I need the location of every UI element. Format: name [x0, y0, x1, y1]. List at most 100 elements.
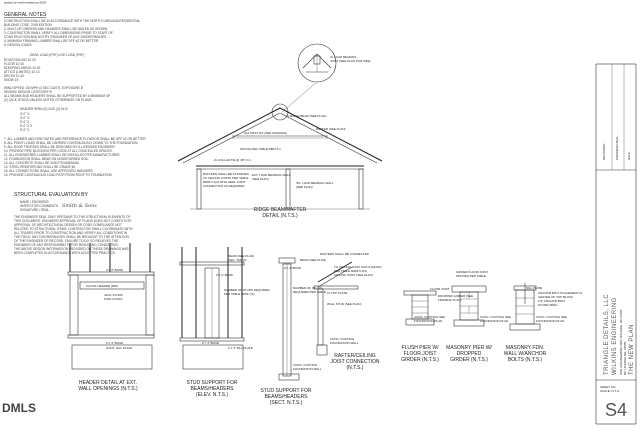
rafter-joist-caption: RAFTER/CEILING: [334, 353, 376, 359]
load-row: ATTICS (LIMITED) 10 10: [4, 70, 40, 74]
title-block-frame: [595, 63, 637, 425]
date-label: DATE:: [627, 151, 631, 160]
seal-text: ENGINEER SEAL: [615, 135, 619, 160]
load-row: SLEEPING AREAS 10 30: [4, 66, 41, 70]
rafter-joist-label: 2x TOP PLATE: [327, 291, 347, 295]
header-label: 2"x 4" BAND: [106, 341, 124, 345]
fdn-label: CONC. FOOTING SEE: [536, 315, 567, 319]
scale-label: SCALE: N.T.S.: [600, 389, 620, 393]
disclaimer-line: APPROVAL OF ARCHITECTURAL DESIGN OR CODE…: [14, 223, 122, 227]
stud-elev-detail: BEAM (SEE PLAN) CEIL. TOP PL. 2"x 4" BAN…: [179, 247, 271, 398]
sheet-label: SHEET NO.: [600, 385, 616, 389]
stud-sect-label: 2"x 4" BAND: [284, 266, 302, 270]
rafter-joist-label: WALL STUD (SEE PLAN): [327, 302, 361, 306]
evaluation-line: INSPECTOR COMMENTS: [20, 204, 58, 208]
project-ref: project-id-smith-residence-2024: [4, 1, 47, 5]
rafters-note: R802.5.1(9) WITH HEEL JOINT: [203, 180, 246, 184]
sheet-title: THE NEW PLAN: [629, 324, 635, 375]
disclaimer-line: THE ABOVE DESIGN INFORMATION PROVIDED ON…: [14, 247, 129, 251]
note-line: CONSTRUCTION AND NOTIFY ENGINEER OF ANY …: [4, 35, 107, 39]
rafter-joist-label: CONC. FOOTING: [330, 337, 355, 341]
structural-evaluation: STRUCTURAL EVALUATION BY NAME / ENGINEER…: [14, 192, 97, 212]
ext-wall-right: [358, 168, 364, 210]
fdn-caption: BOLTS (N.T.S.): [508, 357, 543, 363]
band-top: [67, 271, 155, 276]
rafter-joist-label: FOUNDATION WALL: [330, 341, 359, 345]
company-name: TRIANGLE DETAILS, LLC: [604, 294, 610, 375]
header-detail: 2"x 4" BAND 2x10 #1 HEADER (MIN) JACK ST…: [67, 243, 155, 392]
int-wall-label: (SEE PLAN): [296, 185, 313, 189]
stud-elev-caption: STUD SUPPORT FOR: [187, 380, 238, 386]
masonry-pier-caption: GIRDER (N.T.S.): [450, 357, 488, 363]
flush-pier-caption: GIRDER (N.T.S.): [401, 357, 439, 363]
wall-stud: [317, 288, 324, 346]
masonry-pier-label: GIRDER FLOOR JOIST: [456, 270, 488, 274]
note-line: 2. BUILT-UP GIRDERS AND HEADERS SHALL BE…: [4, 27, 108, 31]
stud-elev-label: BEAM (SEE PLAN): [228, 254, 254, 258]
note-line: 5. DESIGN LOADS:: [4, 43, 32, 47]
masonry-fdn-detail: SILL PLATE ANCHOR BOLT PLACEMENT IN CENT…: [504, 283, 582, 363]
disclaimer: THE ENGINEER SEAL ONLY PERTAINS TO THE S…: [14, 215, 133, 255]
note-line: 15. ALL CONNECTIONS SHALL USE APPROVED H…: [4, 169, 94, 173]
flush-pier-caption: FLOOR JOIST: [404, 351, 437, 357]
header-table-row: 4'-0" X: [20, 116, 30, 120]
note-line: 12. FOUNDATION SHALL BEAR ON UNDISTURBED…: [4, 157, 89, 161]
band-bottom: [67, 334, 155, 339]
floor-joist: [403, 290, 437, 296]
rafter-line: [317, 261, 353, 283]
ridge-detail: 2x LOAD BEARING JOIST (SEE PLAN FOR SIZE…: [177, 43, 383, 219]
stud-elev-label: NUMBER OF STUDS REQUIRED: [224, 288, 271, 292]
header-beam: [79, 281, 145, 290]
ridge-beam-label: 2x RIDGE BEAM (SEE PLAN): [286, 114, 326, 118]
joist-label: 2x4 JOIST DO (SEE GRADING): [244, 131, 287, 135]
revisions-label: REVISIONS: [602, 144, 606, 160]
masonry-pier-label: SPLICED PER TABLE: [456, 274, 486, 278]
note-line: 14. STEEL REINFORCING SHALL BE GRADE 60.: [4, 165, 76, 169]
stud-elev-label: 2"x 4" SILL PLATE: [228, 346, 253, 350]
ext-wall-label: (SEE PLAN): [252, 177, 269, 181]
fdn-caption: MASONRY FDN.: [506, 345, 544, 351]
ridge-caption: DETAIL (N.T.S.): [262, 213, 298, 219]
header-table-row: 6'-0" X X: [20, 124, 33, 128]
ridge-circle-label: 2x LOAD BEARING: [330, 55, 357, 59]
ridge-caption: RIDGE BEAM/RAFTER: [254, 207, 307, 213]
rafter-joist-label: PER TABLE R802.5.1(9): [334, 269, 367, 273]
note-line: 10. PROVIDE FIRE BLOCKING PER CODE AT AL…: [4, 149, 113, 153]
masonry-pier-label: FRAMING PLAN): [438, 298, 462, 302]
splice-label: SPLICE PER TABLE R802.5.1: [240, 147, 281, 151]
note-line: 13. ALL CONCRETE SHALL BE 3000 PSI MINIM…: [4, 161, 80, 165]
fdn-label: FOUNDATION PLAN: [536, 319, 564, 323]
disclaimer-line: ENGINEER OF ANY RESPONSIBILITY FOR RESUL…: [14, 243, 119, 247]
rafter-joist-caption: JOIST CONNECTION: [330, 359, 379, 365]
fdn-label: ANCHOR BOLT PLACEMENT IN: [538, 291, 582, 295]
rafter-joist-label: TO CEILING JOIST WITH NAILING: [334, 265, 382, 269]
load-row: SNOW 15: [4, 78, 19, 82]
rafter-joist-label: RAFTERS SHALL BE CONNECTED: [320, 252, 370, 256]
rafter-right: [279, 107, 383, 162]
rafters-note: CONNECTION AS REQUIRED: [203, 184, 245, 188]
fdn-label: SILL PLATE: [526, 286, 542, 290]
note-line: (2) JACK STUDS UNLESS NOTED OTHERWISE ON…: [4, 98, 92, 102]
stud-sect-label: CONC. FOOTING: [293, 363, 318, 367]
masonry-pier-label: CONC. FOOTING SEE: [480, 315, 511, 319]
fdn-caption: WALL W/ANCHOR: [504, 351, 547, 357]
title-block: REVISIONS ENGINEER SEAL DATE: TRIANGLE D…: [595, 63, 637, 425]
rafters-note: RAFTERS SHALL BE FASTENED: [203, 172, 250, 176]
header-caption: HEADER DETAIL AT EXT.: [79, 380, 137, 386]
disclaimer-line: THE ENGINEER SEAL ONLY PERTAINS TO THE S…: [14, 215, 131, 219]
watermark-text: DMLS: [2, 401, 36, 415]
dropped-girder: [451, 285, 487, 293]
king-stud-right: [145, 274, 155, 336]
stud-sect-label: BEAM (SEE PLAN): [300, 258, 326, 262]
rafter-left: [177, 107, 281, 162]
ridge-small-circle: [271, 103, 289, 121]
king-stud-left: [69, 274, 79, 336]
stud-sect-label: FOUNDATION WALL: [293, 367, 322, 371]
flush-pier-label: CONC. FOOTING SEE: [414, 315, 445, 319]
collar-label: 2x COLLAR TIE @ 48" O.C.: [214, 158, 252, 162]
header-caption: WALL OPENINGS (N.T.S.): [78, 386, 138, 392]
masonry-pier-caption: DROPPED: [457, 351, 482, 357]
masonry-pier-label: DROPPED GIRDER (SEE: [438, 294, 473, 298]
engineer-name: WILKINS ENGINEERING: [612, 297, 618, 375]
